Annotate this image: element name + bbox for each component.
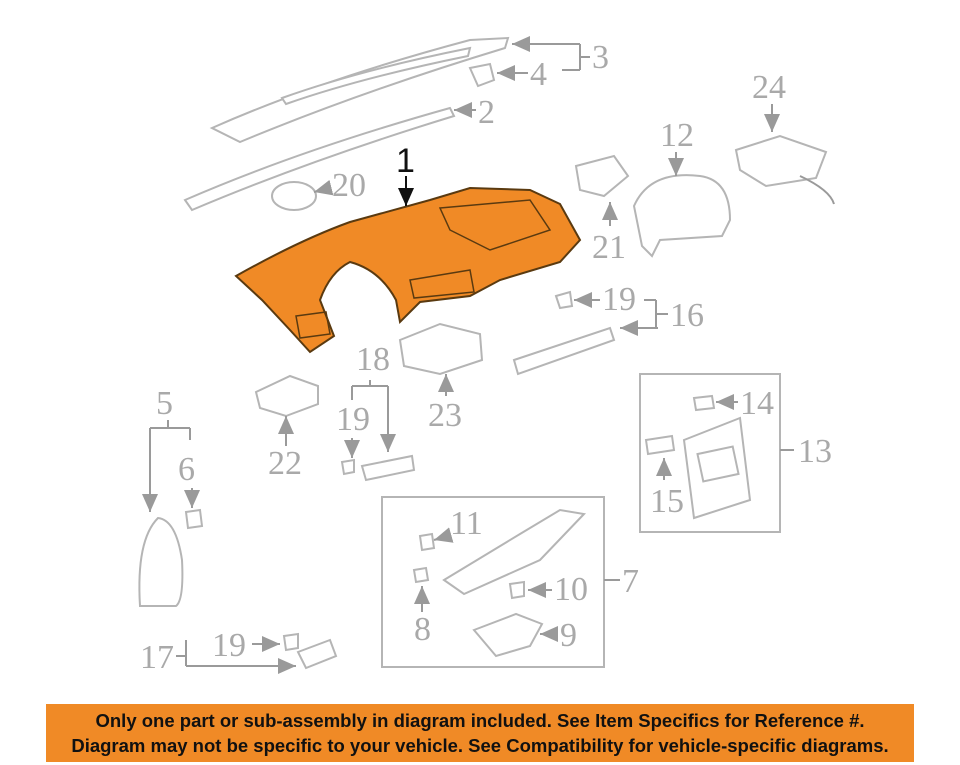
- lower-trim-part: [512, 326, 616, 376]
- disclaimer-line-1: Only one part or sub-assembly in diagram…: [95, 710, 865, 731]
- latch-part-11: [418, 532, 436, 552]
- callout-19-mid: 19: [336, 401, 370, 438]
- callout-22: 22: [268, 445, 302, 482]
- callout-17: 17: [140, 639, 174, 676]
- clip-part-6: [184, 508, 204, 530]
- callout-8: 8: [414, 611, 431, 648]
- callout-5: 5: [156, 385, 173, 422]
- cluster-bezel-part: [632, 174, 732, 258]
- clip-part-4: [468, 62, 496, 88]
- airbag-part: [734, 134, 828, 188]
- vent-part-22: [254, 374, 319, 418]
- vent-part-21: [574, 154, 630, 198]
- disclaimer-banner: Only one part or sub-assembly in diagram…: [46, 704, 914, 762]
- callout-9: 9: [560, 617, 577, 654]
- callout-13: 13: [798, 433, 832, 470]
- callout-19-upper: 19: [602, 281, 636, 318]
- screw-part-19-mid: [340, 458, 355, 476]
- switch-part-14: [692, 394, 716, 412]
- callout-21: 21: [592, 229, 626, 266]
- callout-18: 18: [356, 341, 390, 378]
- callout-14: 14: [740, 385, 774, 422]
- disclaimer-line-2: Diagram may not be specific to your vehi…: [71, 735, 889, 756]
- glove-box-part: [442, 508, 587, 596]
- callout-1: 1: [396, 142, 415, 180]
- callout-16: 16: [670, 297, 704, 334]
- side-panel-part-5: [138, 516, 184, 607]
- speaker-grille-part: [271, 181, 317, 211]
- instrument-panel-highlight: [234, 186, 582, 354]
- callout-11: 11: [450, 505, 483, 542]
- windshield-trim-part: [209, 36, 510, 144]
- callout-15: 15: [650, 483, 684, 520]
- callout-23: 23: [428, 397, 462, 434]
- callout-3: 3: [592, 39, 609, 76]
- cover-part-17: [296, 638, 338, 670]
- trim-panel-part-18: [360, 454, 416, 482]
- callout-24: 24: [752, 69, 786, 106]
- vent-part-23: [398, 322, 484, 376]
- bracket-part-9: [472, 612, 544, 658]
- callout-20: 20: [332, 167, 366, 204]
- callout-4: 4: [530, 56, 547, 93]
- callout-12: 12: [660, 117, 694, 154]
- bumper-part-8: [412, 566, 430, 584]
- screw-part-19-upper: [554, 290, 574, 310]
- callout-19-lower: 19: [212, 627, 246, 664]
- screw-part-10: [508, 580, 525, 600]
- parts-diagram: 3 4 2 20 1 21 12 24 19 16 23 22: [138, 36, 835, 676]
- callout-6: 6: [178, 451, 195, 488]
- callout-7: 7: [622, 563, 639, 600]
- switch-part-15: [644, 434, 676, 456]
- callout-2: 2: [478, 94, 495, 131]
- callout-10: 10: [554, 571, 588, 608]
- instrument-panel-part: [234, 186, 582, 354]
- screw-part-19-lower: [282, 632, 299, 652]
